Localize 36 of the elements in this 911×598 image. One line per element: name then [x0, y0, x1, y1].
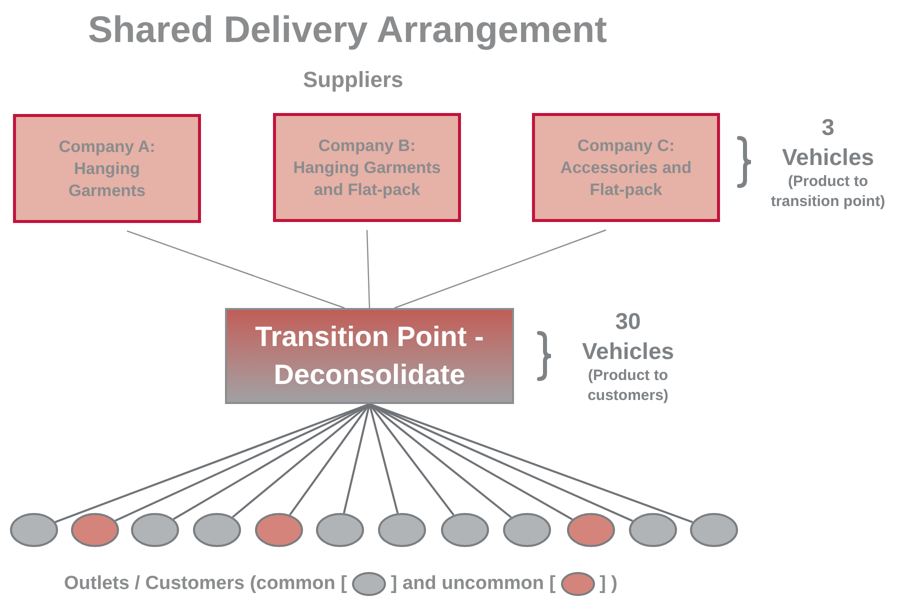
connector-line	[394, 229, 606, 309]
connector-line	[366, 230, 370, 308]
vehicle-count: 3	[822, 113, 834, 142]
box-label: Company B: Hanging Garments and Flat-pack	[292, 136, 442, 200]
outlet-ellipse	[503, 513, 551, 547]
outlet-ellipse	[316, 513, 364, 547]
outlet-ellipse	[378, 513, 426, 547]
legend-text: Outlets / Customers (common [	[64, 572, 347, 596]
box-label: Company A: Hanging Garments	[58, 136, 156, 202]
outlet-ellipse	[629, 513, 677, 547]
connector-line	[342, 404, 370, 514]
vehicle-note: (Product to customers)	[586, 366, 670, 406]
supplier-box	[273, 113, 461, 222]
outlet-ellipse	[567, 513, 615, 547]
box-label: Transition Point - Deconsolidate	[254, 320, 485, 392]
outlet-ellipse	[71, 513, 119, 547]
vehicle-count: 30	[615, 307, 641, 336]
outlet-ellipse	[193, 513, 241, 547]
title: Shared Delivery Arrangement	[88, 8, 607, 52]
outlet-ellipse	[10, 513, 58, 547]
vehicle-label: Vehicles	[582, 337, 674, 366]
outlet-ellipse	[255, 513, 303, 547]
vehicle-note: (Product to transition point)	[770, 172, 886, 212]
outlet-ellipse	[131, 513, 179, 547]
vehicle-label: Vehicles	[782, 143, 874, 172]
legend-text: ] and uncommon [	[390, 572, 556, 596]
connector-line	[126, 230, 345, 309]
box-label: Company C: Accessories and Flat-pack	[559, 136, 693, 200]
transition-box	[225, 308, 514, 404]
section-heading: Suppliers	[303, 66, 404, 94]
outlet-ellipse	[690, 513, 738, 547]
outlet-ellipse	[441, 513, 489, 547]
legend-text: ] )	[600, 572, 618, 596]
supplier-box	[532, 113, 720, 222]
supplier-box	[13, 114, 201, 223]
connector-line	[368, 404, 399, 514]
